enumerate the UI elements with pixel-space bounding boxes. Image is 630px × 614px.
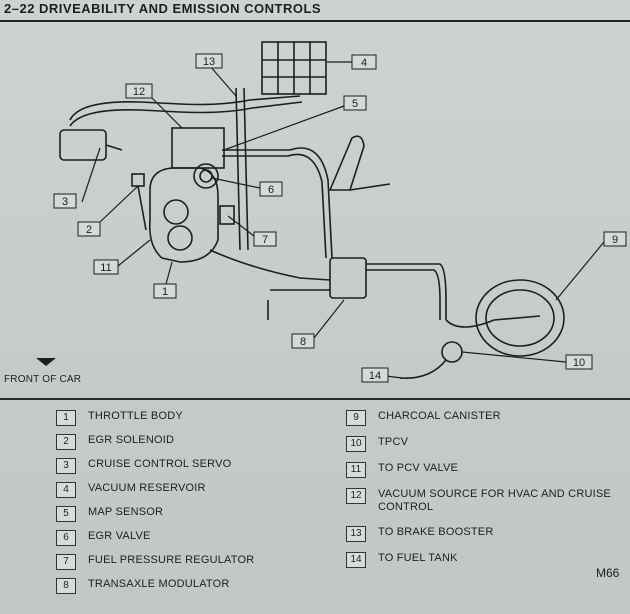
- legend-item: 4 VACUUM RESERVOIR: [56, 482, 254, 506]
- svg-text:4: 4: [361, 57, 367, 69]
- legend-item: 14 TO FUEL TANK: [346, 552, 618, 578]
- legend-number: 11: [346, 462, 366, 478]
- callout-7: 7: [253, 231, 277, 247]
- callout-8: 8: [291, 333, 315, 349]
- figure-code: M66: [596, 566, 620, 580]
- charcoal-canister-shape: [475, 279, 565, 357]
- legend-number: 12: [346, 488, 366, 504]
- legend-number: 9: [346, 410, 366, 426]
- page-header: 2–22 DRIVEABILITY AND EMISSION CONTROLS: [0, 0, 630, 22]
- svg-text:11: 11: [100, 262, 111, 274]
- svg-text:14: 14: [369, 370, 381, 382]
- legend-label: FUEL PRESSURE REGULATOR: [88, 554, 255, 566]
- svg-text:5: 5: [352, 98, 358, 110]
- legend-label: EGR SOLENOID: [88, 434, 175, 446]
- vacuum-hose-diagram: 1 2 3 4 5 6 7 8 9 10 11 12 13 14: [36, 41, 627, 383]
- legend-label: CRUISE CONTROL SERVO: [88, 458, 232, 470]
- legend-right: 9 CHARCOAL CANISTER 10 TPCV 11 TO PCV VALVE…: [346, 410, 618, 578]
- legend-label: THROTTLE BODY: [88, 410, 183, 422]
- legend-item: 7 FUEL PRESSURE REGULATOR: [56, 554, 254, 578]
- throttle-body-shape: [148, 167, 219, 263]
- callout-9: 9: [603, 231, 627, 247]
- legend-number: 3: [56, 458, 76, 474]
- legend-label: TO FUEL TANK: [378, 552, 458, 564]
- callout-3: 3: [53, 193, 77, 209]
- svg-text:7: 7: [262, 234, 268, 246]
- legend-item: 10 TPCV: [346, 436, 618, 462]
- callout-6: 6: [259, 181, 283, 197]
- legend-label: TO PCV VALVE: [378, 462, 459, 474]
- transaxle-modulator-shape: [329, 257, 367, 299]
- svg-text:10: 10: [573, 357, 585, 369]
- callout-14: 14: [361, 367, 389, 383]
- legend-number: 4: [56, 482, 76, 498]
- legend-item: 12 VACUUM SOURCE FOR HVAC AND CRUISE CONT…: [346, 488, 618, 526]
- legend-item: 6 EGR VALVE: [56, 530, 254, 554]
- svg-text:12: 12: [133, 86, 145, 98]
- diagram-lines: [59, 41, 565, 379]
- legend-item: 8 TRANSAXLE MODULATOR: [56, 578, 254, 602]
- legend-number: 5: [56, 506, 76, 522]
- callouts: 1 2 3 4 5 6 7 8 9 10 11 12 13 14: [53, 53, 627, 383]
- callout-1: 1: [153, 283, 177, 299]
- legend-item: 2 EGR SOLENOID: [56, 434, 254, 458]
- svg-text:6: 6: [268, 184, 274, 196]
- legend-label: VACUUM SOURCE FOR HVAC AND CRUISE CONTRO…: [378, 488, 611, 513]
- front-arrow-icon: [36, 358, 56, 366]
- svg-text:8: 8: [300, 336, 306, 348]
- leader-lines: [81, 61, 605, 379]
- legend-label: CHARCOAL CANISTER: [378, 410, 501, 422]
- svg-text:3: 3: [62, 196, 68, 208]
- page-title: 2–22 DRIVEABILITY AND EMISSION CONTROLS: [4, 1, 322, 16]
- legend-number: 6: [56, 530, 76, 546]
- callout-4: 4: [351, 54, 377, 70]
- callout-10: 10: [565, 354, 593, 370]
- legend-item: 5 MAP SENSOR: [56, 506, 254, 530]
- svg-text:1: 1: [162, 286, 168, 298]
- callout-5: 5: [343, 95, 367, 111]
- legend-number: 8: [56, 578, 76, 594]
- legend-left: 1 THROTTLE BODY 2 EGR SOLENOID 3 CRUISE CON…: [56, 410, 254, 602]
- tpcv-shape: [441, 341, 463, 363]
- callout-2: 2: [77, 221, 101, 237]
- cruise-control-servo-shape: [59, 129, 107, 161]
- legend-label: EGR VALVE: [88, 530, 151, 542]
- legend-label: MAP SENSOR: [88, 506, 164, 518]
- front-of-car-label: FRONT OF CAR: [4, 374, 82, 385]
- legend-label: TO BRAKE BOOSTER: [378, 526, 494, 538]
- legend-number: 1: [56, 410, 76, 426]
- legend-number: 2: [56, 434, 76, 450]
- legend-number: 7: [56, 554, 76, 570]
- svg-text:2: 2: [86, 224, 92, 236]
- legend-number: 14: [346, 552, 366, 568]
- callout-13: 13: [195, 53, 223, 69]
- legend-item: 13 TO BRAKE BOOSTER: [346, 526, 618, 552]
- callout-12: 12: [125, 83, 153, 99]
- legend-number: 10: [346, 436, 366, 452]
- svg-text:13: 13: [203, 56, 215, 68]
- legend-item: 3 CRUISE CONTROL SERVO: [56, 458, 254, 482]
- svg-text:9: 9: [612, 234, 618, 246]
- legend-item: 9 CHARCOAL CANISTER: [346, 410, 618, 436]
- legend-number: 13: [346, 526, 366, 542]
- legend-label: VACUUM RESERVOIR: [88, 482, 206, 494]
- legend-label: TPCV: [378, 436, 409, 448]
- egr-valve-shape: [171, 127, 225, 169]
- divider: [0, 398, 630, 400]
- callout-11: 11: [93, 259, 119, 275]
- legend-item: 11 TO PCV VALVE: [346, 462, 618, 488]
- legend-item: 1 THROTTLE BODY: [56, 410, 254, 434]
- legend-label: TRANSAXLE MODULATOR: [88, 578, 230, 590]
